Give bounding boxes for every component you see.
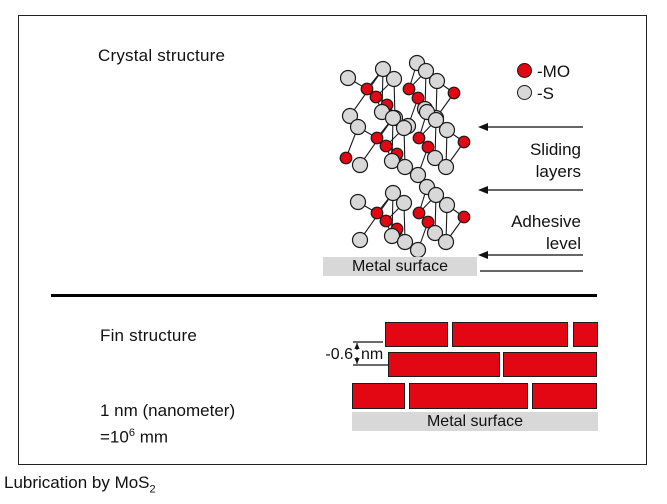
- s-atom: [351, 231, 369, 249]
- sliding-layers-label: Sliding layers: [530, 139, 581, 183]
- dimension-arrowhead-down-icon: [354, 358, 360, 364]
- mo-atom: [421, 140, 435, 154]
- s-atom: [349, 193, 367, 211]
- fin-brick: [532, 383, 597, 409]
- s-atom: [428, 72, 446, 90]
- s-atom: [409, 241, 427, 259]
- mo-atom: [457, 135, 471, 149]
- scale-note-line1: 1 nm (nanometer): [100, 401, 236, 420]
- arrowhead-icon: [478, 123, 488, 131]
- s-atom: [427, 111, 445, 129]
- s-atom: [339, 69, 357, 87]
- mo-atom: [412, 206, 426, 220]
- fin-brick: [452, 322, 568, 347]
- fin-brick: [388, 352, 500, 377]
- s-legend-label: -S: [537, 84, 554, 103]
- s-atom: [383, 227, 401, 245]
- crystal-metal-surface-bar: Metal surface: [323, 257, 477, 276]
- mo-atom: [379, 214, 393, 228]
- mo-atom: [339, 151, 353, 165]
- s-atom: [384, 109, 402, 127]
- s-atom: [384, 184, 402, 202]
- scale-note: 1 nm (nanometer) =106 mm: [100, 400, 235, 449]
- s-atom: [438, 196, 456, 214]
- s-atom: [349, 118, 367, 136]
- s-atom: [437, 158, 455, 176]
- mo-atom: [411, 91, 425, 105]
- dimension-unit: nm: [361, 346, 384, 363]
- adhesive-level-line1: Adhesive: [511, 212, 581, 231]
- mo-atom: [447, 86, 461, 100]
- crystal-section-title: Crystal structure: [98, 46, 226, 65]
- crystal-metal-surface-label: Metal surface: [351, 257, 449, 275]
- mo-atom: [360, 82, 374, 96]
- mo-atom: [379, 139, 393, 153]
- s-atom: [385, 70, 403, 88]
- dimension-value: -0.6: [325, 346, 353, 363]
- fin-section-title: Fin structure: [100, 326, 198, 345]
- s-atom: [374, 60, 392, 78]
- fin-metal-surface-label: Metal surface: [426, 412, 524, 430]
- adhesive-level-line2: level: [546, 234, 581, 253]
- s-atom: [426, 224, 444, 242]
- mo-atom: [369, 90, 383, 104]
- fin-metal-surface-bar: Metal surface: [352, 412, 598, 431]
- fin-brick: [352, 383, 405, 409]
- s-atom-legend-icon: [517, 85, 532, 100]
- mo-legend-label: -MO: [537, 62, 571, 81]
- fin-brick: [409, 383, 528, 409]
- s-atom: [351, 156, 369, 174]
- arrowhead-icon: [478, 251, 488, 259]
- fin-brick: [385, 322, 448, 347]
- s-atom: [341, 107, 359, 125]
- s-atom: [426, 149, 444, 167]
- s-atom: [395, 194, 413, 212]
- s-atom: [438, 121, 456, 139]
- figure-caption: Lubrication by MoS2: [4, 473, 156, 496]
- mo-atom: [370, 131, 384, 145]
- mo-atom: [412, 131, 426, 145]
- fin-brick: [503, 352, 597, 377]
- s-atom: [396, 158, 414, 176]
- sliding-layers-line1: Sliding: [529, 140, 581, 159]
- s-atom: [383, 152, 401, 170]
- s-atom: [409, 166, 427, 184]
- s-atom: [427, 186, 445, 204]
- s-atom: [437, 233, 455, 251]
- mo-atom: [457, 210, 471, 224]
- s-atom: [396, 233, 414, 251]
- mo-atom: [370, 206, 384, 220]
- mo-atom: [421, 215, 435, 229]
- dimension-arrowhead-up-icon: [354, 343, 360, 349]
- arrowhead-icon: [478, 186, 488, 194]
- section-divider: [51, 294, 597, 297]
- sliding-layers-line2: layers: [535, 162, 581, 181]
- s-atom: [395, 119, 413, 137]
- scale-note-line2: =106 mm: [100, 427, 169, 447]
- fin-brick: [573, 322, 598, 347]
- mo-atom: [402, 82, 416, 96]
- mo-atom-legend-icon: [517, 63, 532, 78]
- adhesive-level-label: Adhesive level: [511, 211, 581, 255]
- s-atom: [417, 62, 435, 80]
